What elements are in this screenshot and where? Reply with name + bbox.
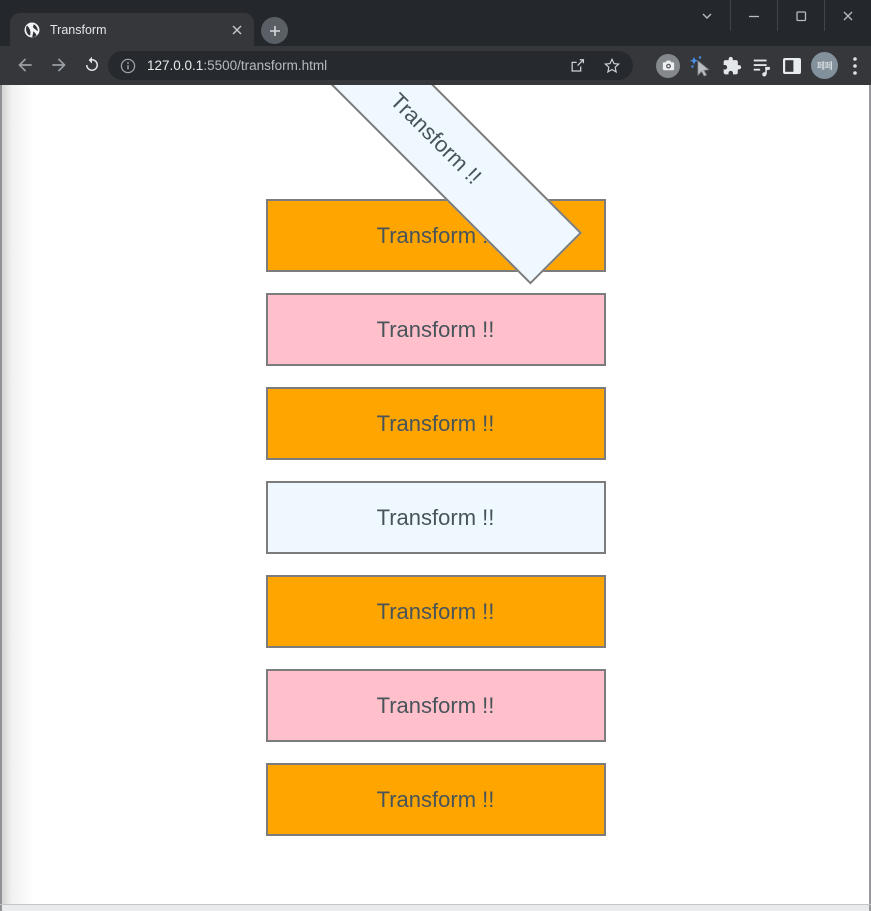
tab-strip: Transform xyxy=(0,0,871,46)
box-label: Transform !! xyxy=(376,786,495,812)
box-label: Transform !! xyxy=(376,316,495,342)
url-path: :5500/transform.html xyxy=(203,58,328,73)
kebab-menu-icon[interactable] xyxy=(847,54,863,78)
window-controls xyxy=(683,0,871,31)
window-right-border xyxy=(869,905,871,911)
window-bottom-edge xyxy=(0,904,871,911)
window-left-border xyxy=(0,905,2,911)
forward-icon[interactable] xyxy=(47,53,71,77)
transform-box-7: Transform !! xyxy=(265,763,606,836)
share-icon[interactable] xyxy=(569,57,587,75)
transform-box-3: Transform !! xyxy=(265,387,606,460)
tab-close-icon[interactable] xyxy=(228,21,246,39)
screenshot-camera-icon[interactable] xyxy=(656,53,680,78)
window-minimize-icon[interactable] xyxy=(730,0,777,31)
globe-favicon-icon xyxy=(24,22,40,37)
playlist-music-icon[interactable] xyxy=(751,55,773,77)
box-label: Transform !! xyxy=(376,410,495,436)
new-tab-button[interactable] xyxy=(261,17,288,44)
site-info-icon[interactable] xyxy=(120,58,136,74)
url-text: 127.0.0.1:5500/transform.html xyxy=(147,58,553,73)
url-host: 127.0.0.1 xyxy=(147,58,204,73)
window-right-border xyxy=(869,85,871,904)
sparkle-cursor-icon[interactable] xyxy=(689,54,713,78)
transform-box-5: Transform !! xyxy=(265,575,606,648)
browser-toolbar: 127.0.0.1:5500/transform.html xyxy=(0,46,871,85)
transform-box-6: Transform !! xyxy=(265,669,606,742)
toolbar-extensions: 페페 xyxy=(656,51,863,80)
window-left-shadow xyxy=(0,85,34,904)
transform-box-4: Transform !! xyxy=(265,481,606,554)
box-label: Transform !! xyxy=(376,598,495,624)
tab-title: Transform xyxy=(50,22,107,37)
box-label: Transform !! xyxy=(376,504,495,530)
transform-box-2: Transform !! xyxy=(265,293,606,366)
page-viewport: Transform !! Transform !! Transform !! T… xyxy=(0,85,871,904)
window-menu-chevron-icon[interactable] xyxy=(683,0,730,31)
reload-icon[interactable] xyxy=(80,53,104,77)
box-label: Transform !! xyxy=(376,692,495,718)
window-close-icon[interactable] xyxy=(824,0,871,31)
extensions-puzzle-icon[interactable] xyxy=(722,56,742,76)
window-left-border xyxy=(0,85,2,904)
tab-transform[interactable]: Transform xyxy=(10,13,254,46)
back-icon[interactable] xyxy=(13,53,37,77)
rotated-box-label: Transform !! xyxy=(385,87,487,189)
url-bar[interactable]: 127.0.0.1:5500/transform.html xyxy=(108,51,633,80)
window-maximize-icon[interactable] xyxy=(777,0,824,31)
bookmark-star-icon[interactable] xyxy=(603,57,621,75)
side-panel-icon[interactable] xyxy=(782,57,802,75)
profile-avatar[interactable]: 페페 xyxy=(811,52,838,79)
